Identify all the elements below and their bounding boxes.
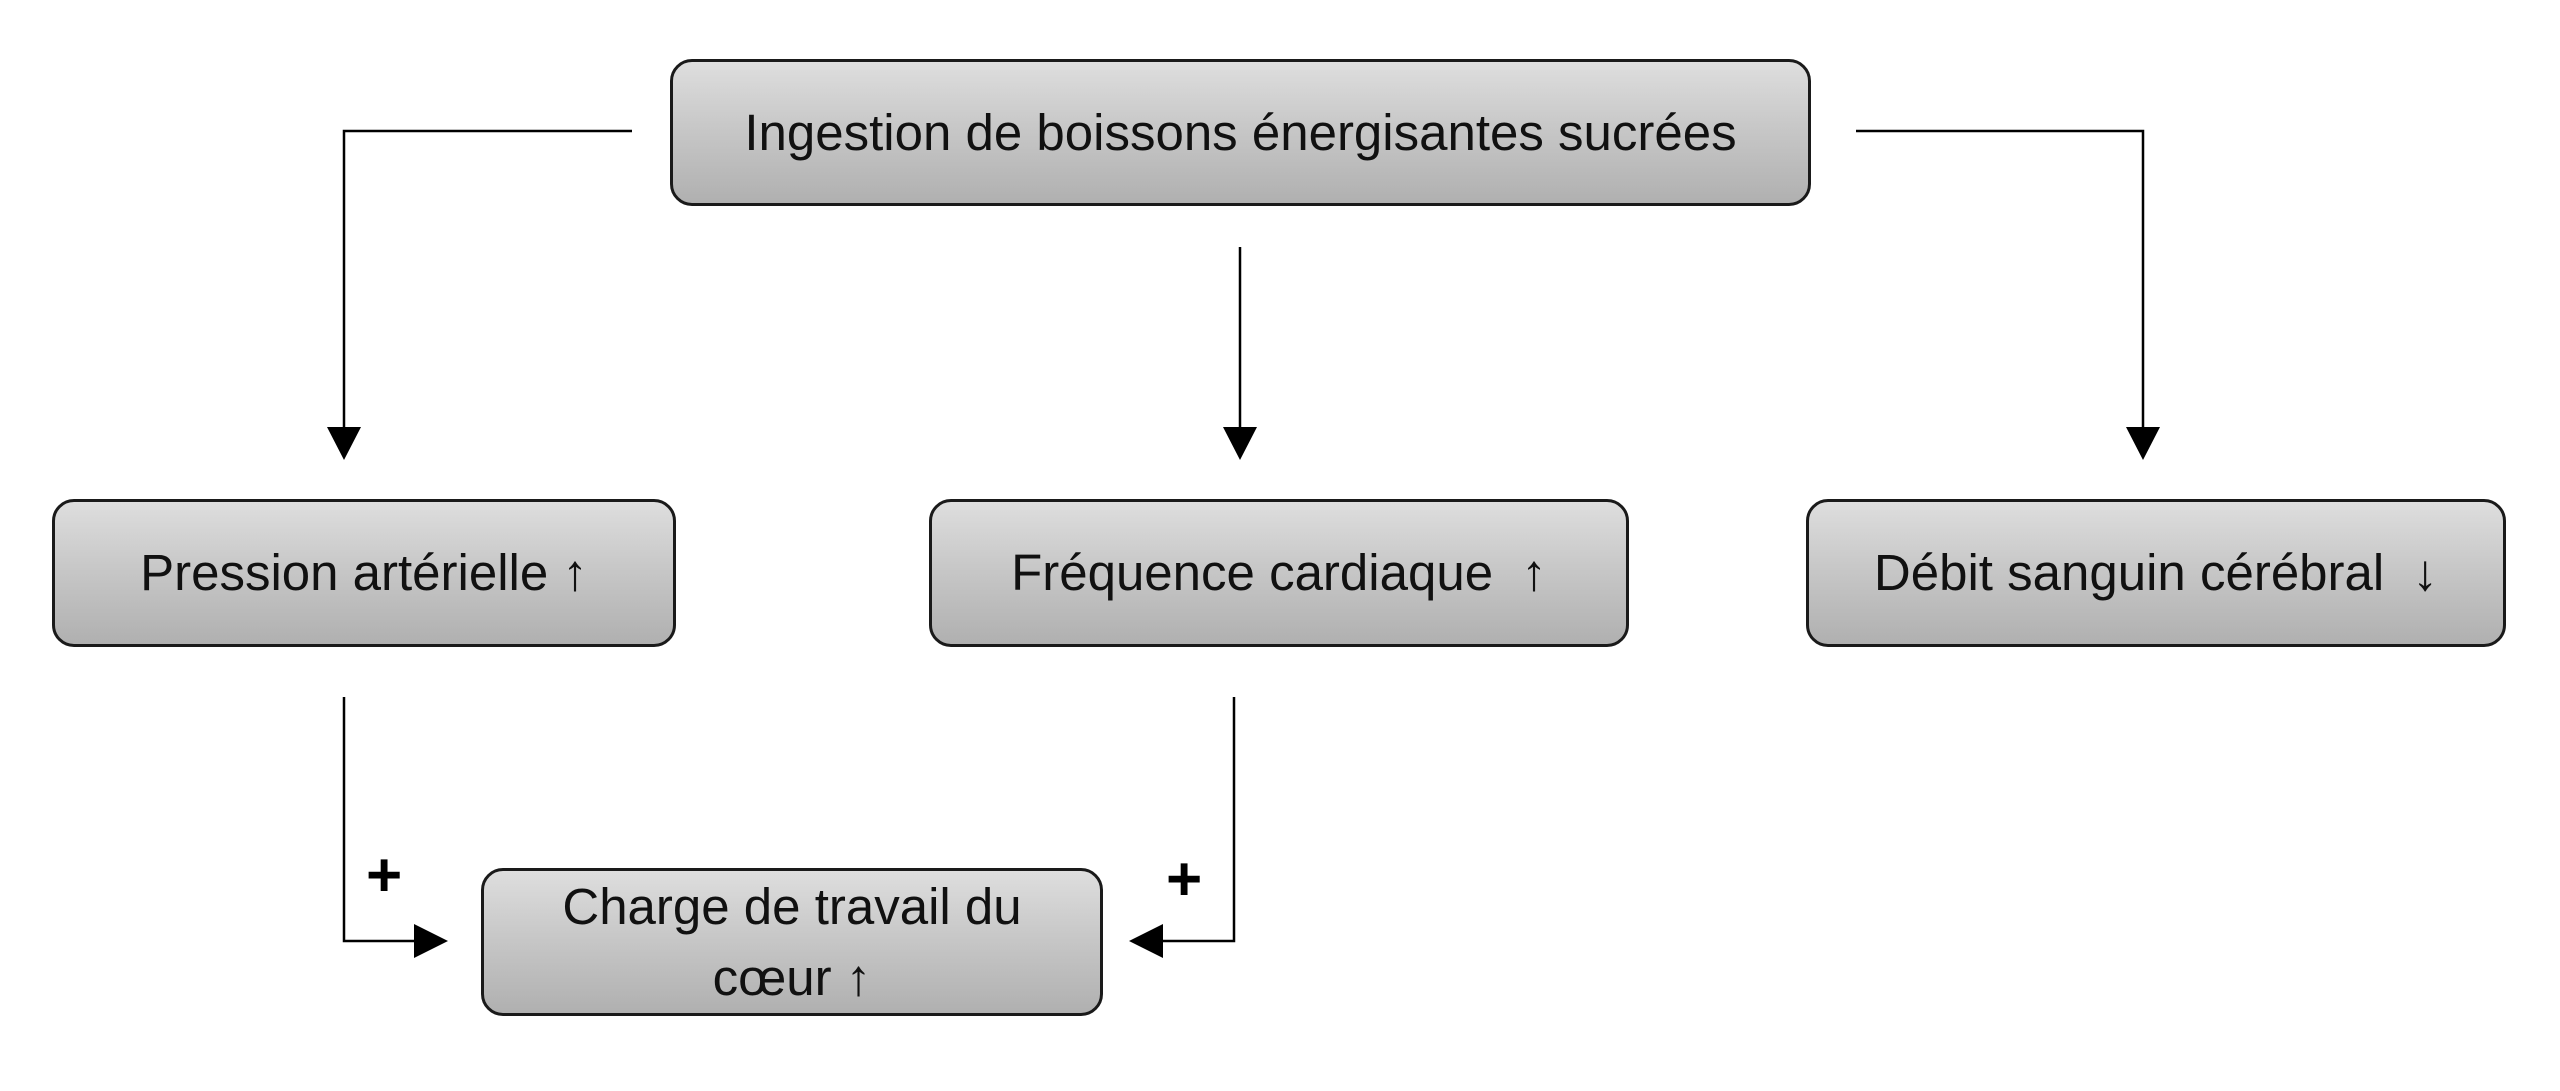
node-energy-drink-ingestion: Ingestion de boissons énergisantes sucré…: [670, 59, 1811, 206]
arrowhead-middle-to-bottom: [1129, 924, 1163, 958]
node-energy-drink-ingestion-label: Ingestion de boissons énergisantes sucré…: [744, 103, 1737, 161]
node-cerebral-blood-flow-label: Débit sanguin cérébral ↓: [1873, 544, 2439, 602]
node-blood-pressure: Pression artérielle ↑: [52, 499, 676, 647]
arrowhead-left: [327, 427, 361, 460]
connector-top-to-right: [1856, 129, 2145, 432]
node-heart-rate-label: Fréquence cardiaque ↑: [1011, 544, 1547, 602]
arrowhead-middle: [1223, 427, 1257, 460]
arrowhead-right: [2126, 427, 2160, 460]
node-blood-pressure-label: Pression artérielle ↑: [140, 544, 588, 602]
node-cerebral-blood-flow: Débit sanguin cérébral ↓: [1806, 499, 2506, 647]
connector-left-to-bottom: [342, 697, 418, 943]
plus-sign-left: +: [366, 841, 403, 910]
connector-middle-to-bottom: [1163, 697, 1236, 943]
plus-sign-right: +: [1166, 845, 1203, 914]
node-cardiac-workload-label: Charge de travail du cœur ↑: [562, 877, 1022, 1006]
arrowhead-left-to-bottom: [414, 924, 448, 958]
connector-top-to-left: [342, 129, 632, 432]
node-heart-rate: Fréquence cardiaque ↑: [929, 499, 1629, 647]
node-cardiac-workload: Charge de travail du cœur ↑: [481, 868, 1103, 1016]
